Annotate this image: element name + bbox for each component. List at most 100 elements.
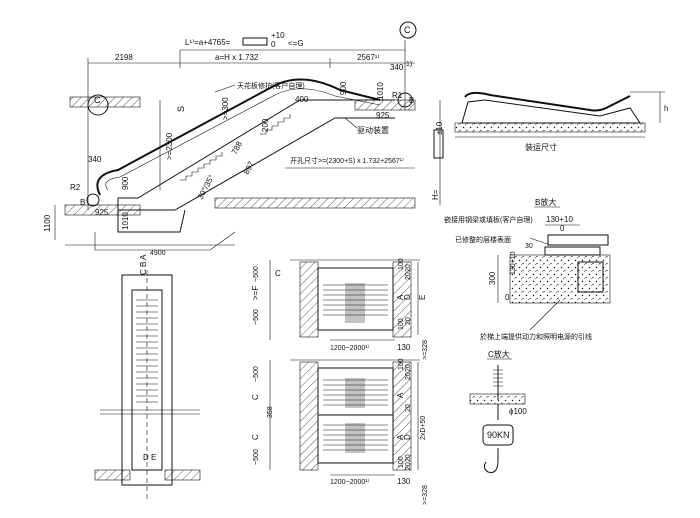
drive-unit-leader [344, 117, 358, 129]
detail-marker-C-left [87, 94, 109, 116]
dim-340-left: 340 [88, 155, 102, 164]
sec2-dim-130: 130 [397, 477, 411, 486]
dim-200: 200 [261, 118, 270, 132]
detail-B-dim-130-vert: 130+10 [510, 251, 517, 275]
detail-C-load-box [482, 424, 514, 446]
sec2-dim-20a: 20 [405, 364, 412, 372]
dim-300: >=300 [221, 97, 230, 120]
detail-C-load: 90KN [487, 430, 510, 440]
shipping-truss [461, 99, 641, 124]
label-R2: R2 [70, 183, 81, 192]
sec1-dim-20c: 20 [405, 317, 412, 325]
sec2-dim-20c: 20 [405, 404, 412, 412]
label-S: S [176, 106, 186, 112]
plan-view: C B A D E [94, 254, 201, 500]
sec2-dim-20b: 20 [405, 372, 412, 380]
sec1-dim-width: 1200~2000¹⁾ [330, 344, 370, 352]
detail-B-dim-0: 0 [560, 224, 565, 233]
section-double: ~500 C 358 C ~500 100 20 20 A 20 A D 2xD… [251, 358, 429, 505]
detail-B-dim-30: 30 [525, 243, 533, 250]
pit-opening-formula: 开孔尺寸>=(2300+S) x 1.732+2567¹⁾ [290, 156, 404, 165]
sec2-wall-left [299, 361, 319, 471]
dim-925-right: 925 [376, 111, 390, 120]
detail-C: C放大 ϕ100 90KN [469, 349, 527, 473]
section-single: ~500 >=F C ~500 100 20 20 A D E 100 20 1… [251, 258, 429, 360]
sec1-dim-328: >=328 [422, 340, 429, 360]
detail-B-note3: 於梯上端提供动力和照明电源的引线 [480, 332, 592, 341]
dim-1010-left: 1010 [121, 212, 130, 230]
sec2-dim-358: 358 [267, 406, 274, 418]
sec2-wall-right [392, 361, 412, 471]
detail-C-ceiling-slab [469, 393, 526, 405]
pit-lower [94, 231, 236, 251]
detail-C-thread [493, 369, 503, 387]
dim-H: H= [431, 189, 440, 200]
step-profile [180, 114, 291, 181]
ceiling-note: 天花板修护(客户自理) [237, 81, 305, 90]
sec1-dim-100a: 100 [398, 258, 405, 270]
ceiling-note-leader [214, 84, 236, 93]
detail-B: B放大 嵌接用钢梁或填板(客户自理) 130+10 0 已修整的层楼表面 130… [444, 197, 611, 341]
detail-B-recess [577, 261, 604, 293]
tolerance-box [242, 37, 268, 46]
sec2-right-dims: 100 20 20 A 20 A D 2xD+50 20 100 20 [396, 358, 427, 470]
label-B-right: B [409, 96, 414, 105]
sec1-dim-500b: ~500 [253, 309, 260, 325]
sec2-dim-328: >=328 [422, 485, 429, 505]
sec2-dim-500b: ~500 [253, 449, 260, 465]
sec2-label-C1: C [251, 394, 260, 400]
sec2-handrail-band-1 [345, 378, 365, 408]
drive-unit-label: 驱动装置 [357, 125, 389, 135]
dim-2198: 2198 [115, 53, 133, 62]
plan-steps [136, 299, 158, 403]
truss-top-chord [118, 99, 395, 199]
sec2-dim-2D50: 2xD+50 [420, 416, 427, 440]
shipping-ground [454, 122, 646, 133]
lower-floor-slab [214, 197, 416, 209]
detail-B-concrete [509, 254, 611, 304]
detail-B-dim-130: 130+10 [546, 215, 573, 224]
detail-B-beam [547, 234, 609, 246]
sec1-dim-20b: 20 [405, 272, 412, 280]
dim-900-left: 900 [121, 176, 130, 190]
plan-label-CBA: C B A [139, 254, 148, 275]
dim-4900: 4900 [150, 250, 166, 257]
sec1-label-C: C [275, 269, 281, 278]
sec2-dim-A1: A [396, 392, 405, 398]
dim-900-top: 900 [339, 81, 348, 95]
sec1-dim-A: A [396, 294, 405, 300]
detail-B-note2: 已修整的层楼表面 [455, 235, 511, 244]
H-value-box [433, 129, 444, 159]
shipping-dimension-sketch: h 装运尺寸 [454, 91, 668, 152]
dim-h: h [664, 104, 668, 113]
truss-end-lower [117, 198, 186, 233]
sec2-handrail-band-2 [345, 423, 365, 453]
label-C-top: C [404, 25, 411, 35]
dim-2300: >=2300 [165, 132, 174, 160]
label-C-left: C [94, 95, 101, 105]
tolerance-plus: +10 [271, 31, 285, 40]
tolerance-zero: 0 [271, 40, 276, 49]
detail-B-note2-leader [529, 237, 551, 246]
sec1-handrail-band [345, 283, 365, 323]
shipping-handrail [464, 91, 631, 112]
sec2-dim-20d: 20 [405, 454, 412, 462]
sec1-dim-100b: 100 [398, 318, 405, 330]
dim-400: 400 [295, 95, 309, 104]
sec1-dim-D: D [403, 294, 412, 300]
sec2-label-C2: C [251, 434, 260, 440]
plan-pit-right [164, 469, 201, 481]
sec2-dim-D: D [403, 434, 412, 440]
sec2-dim-100b: 100 [398, 456, 405, 468]
sec1-dim-500a: ~500 [253, 266, 260, 282]
dim-1010-right: 1010 [376, 82, 385, 100]
sec1-wall-left [299, 261, 319, 338]
hook-icon [483, 448, 499, 473]
dim-340-sup: 1) [406, 61, 412, 68]
sec1-steps [323, 283, 388, 323]
sec2-dim-500a: ~500 [253, 366, 260, 382]
detail-marker-C-top [399, 21, 417, 39]
formula-L: L¹⁾=a+4765= [185, 38, 231, 47]
sec2-dim-100a: 100 [398, 358, 405, 370]
